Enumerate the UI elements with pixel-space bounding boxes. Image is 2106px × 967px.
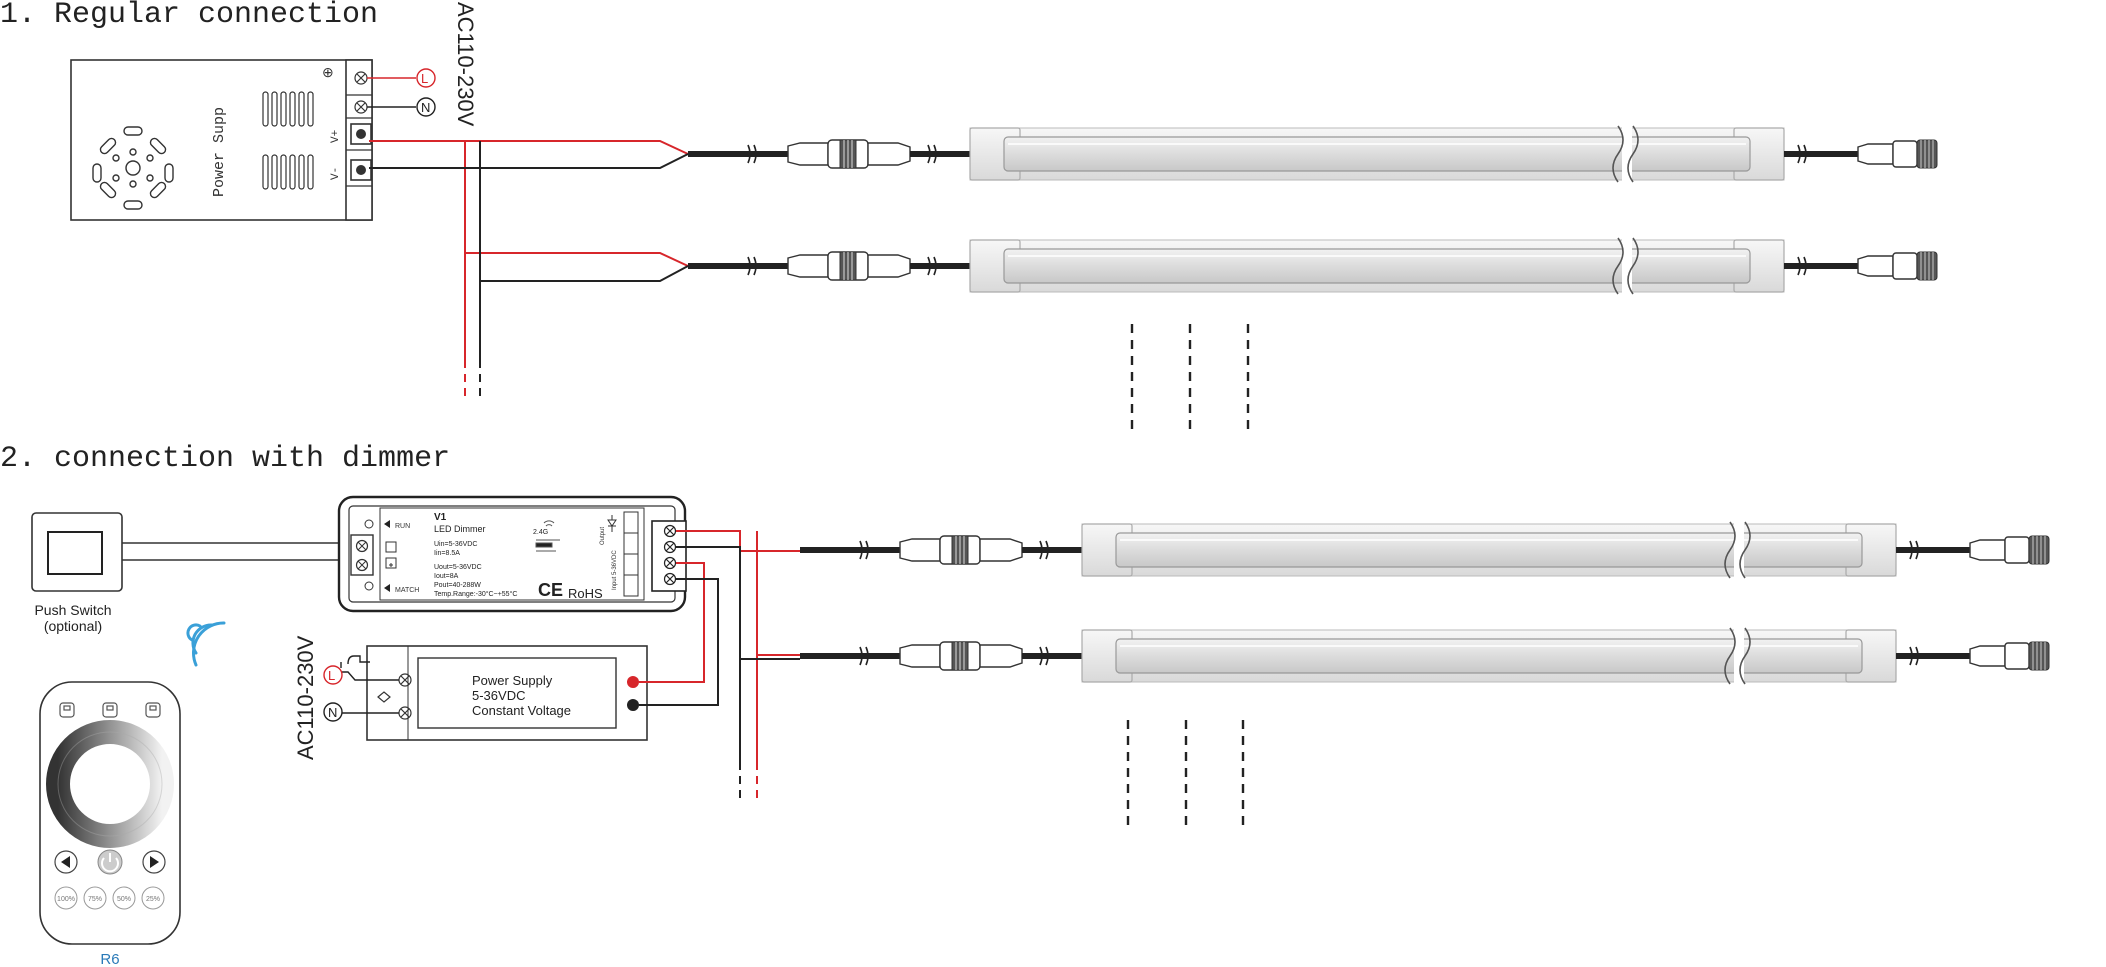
- fan-icon: [92, 126, 174, 210]
- psu-label: Power Supp: [211, 107, 228, 197]
- preset-100: 100%: [57, 896, 75, 903]
- push-switch: Push Switch (optional): [31, 512, 123, 634]
- dimmer-temp: Temp.Range:-30°C~+55°C: [434, 590, 517, 598]
- psu2-line2: 5-36VDC: [472, 688, 525, 703]
- dimmer-terminal-block: [651, 520, 687, 592]
- dimmer-pout: Pout=40-288W: [434, 582, 481, 589]
- rohs-mark: RoHS: [568, 586, 603, 601]
- vminus-label: V-: [330, 167, 342, 180]
- dimmer-iin: Iin=8.5A: [434, 550, 460, 557]
- dimmer-v1: RUN MATCH V1 LED Dimmer Uin=5-36VDC Iin=…: [337, 495, 687, 613]
- led-symbol-icon: [607, 515, 617, 532]
- wiring-2: [639, 530, 800, 802]
- dimmer-input-label: Input 5-36VDC: [612, 550, 618, 590]
- led-strip-1b: [688, 238, 1937, 294]
- psu2-line1: Power Supply: [472, 673, 553, 688]
- dimmer-model: V1: [434, 512, 447, 523]
- terminal-l-label-1: L: [421, 71, 428, 86]
- remote-model-label: R6: [100, 951, 119, 967]
- more-strips-indicator-2: [1126, 720, 1245, 832]
- dimming-wheel: [46, 720, 174, 848]
- antenna-icon: [535, 520, 560, 552]
- dimmer-type: LED Dimmer: [434, 524, 486, 534]
- power-supply-2: Power Supply 5-36VDC Constant Voltage: [366, 645, 648, 741]
- preset-25: 25%: [146, 896, 160, 903]
- ac-voltage-label-1: AC110-230V: [453, 2, 478, 127]
- power-supply-1: Power Supp ⊕ V+ V-: [70, 59, 373, 221]
- section2-title: 2. connection with dimmer: [0, 442, 450, 476]
- left-arrow-icon: [61, 856, 70, 868]
- more-strips-indicator-1: [1130, 324, 1250, 436]
- section1-title: 1. Regular connection: [0, 0, 378, 32]
- preset-75: 75%: [88, 896, 102, 903]
- dimmer-iout: Iout=8A: [434, 573, 459, 580]
- ce-mark: CE: [538, 580, 563, 600]
- power-icon: [101, 853, 119, 873]
- led-strip-2a: [800, 522, 2049, 578]
- dimmer-run-label: RUN: [395, 523, 410, 530]
- preset-50: 50%: [117, 896, 131, 903]
- switch-cable: [122, 542, 350, 561]
- vplus-label: V+: [330, 130, 342, 143]
- push-switch-label: Push Switch: [34, 602, 111, 618]
- wiring-1: [369, 140, 689, 400]
- vent-grille: [262, 91, 314, 190]
- right-arrow-icon: [150, 856, 159, 868]
- ac-input-2: [323, 655, 399, 722]
- dimmer-uin: Uin=5-36VDC: [434, 541, 477, 548]
- dimmer-output-label: Output: [600, 527, 606, 545]
- ground-symbol: ⊕: [322, 64, 334, 80]
- led-strip-1a: [688, 126, 1937, 182]
- dimmer-freq: 2.4G: [533, 529, 548, 536]
- terminal-n-label-2: N: [328, 705, 337, 720]
- ac-voltage-label-2: AC110-230V: [293, 635, 318, 760]
- terminal-n-label-1: N: [421, 100, 430, 115]
- ac-input-1: L N AC110-230V: [367, 2, 478, 127]
- terminal-l-label-2: L: [328, 668, 335, 683]
- section2: 2. connection with dimmer Push Switch (o…: [0, 442, 2049, 967]
- psu2-line3: Constant Voltage: [472, 703, 571, 718]
- remote-r6: 100% 75% 50% 25% R6: [39, 681, 181, 967]
- wireless-signal-icon: [186, 621, 226, 667]
- dimmer-match-label: MATCH: [395, 587, 419, 594]
- dimmer-uout: Uout=5-36VDC: [434, 564, 482, 571]
- section1: 1. Regular connection Power Supp: [0, 0, 1937, 436]
- push-switch-optional: (optional): [44, 618, 102, 634]
- led-strip-2b: [800, 628, 2049, 684]
